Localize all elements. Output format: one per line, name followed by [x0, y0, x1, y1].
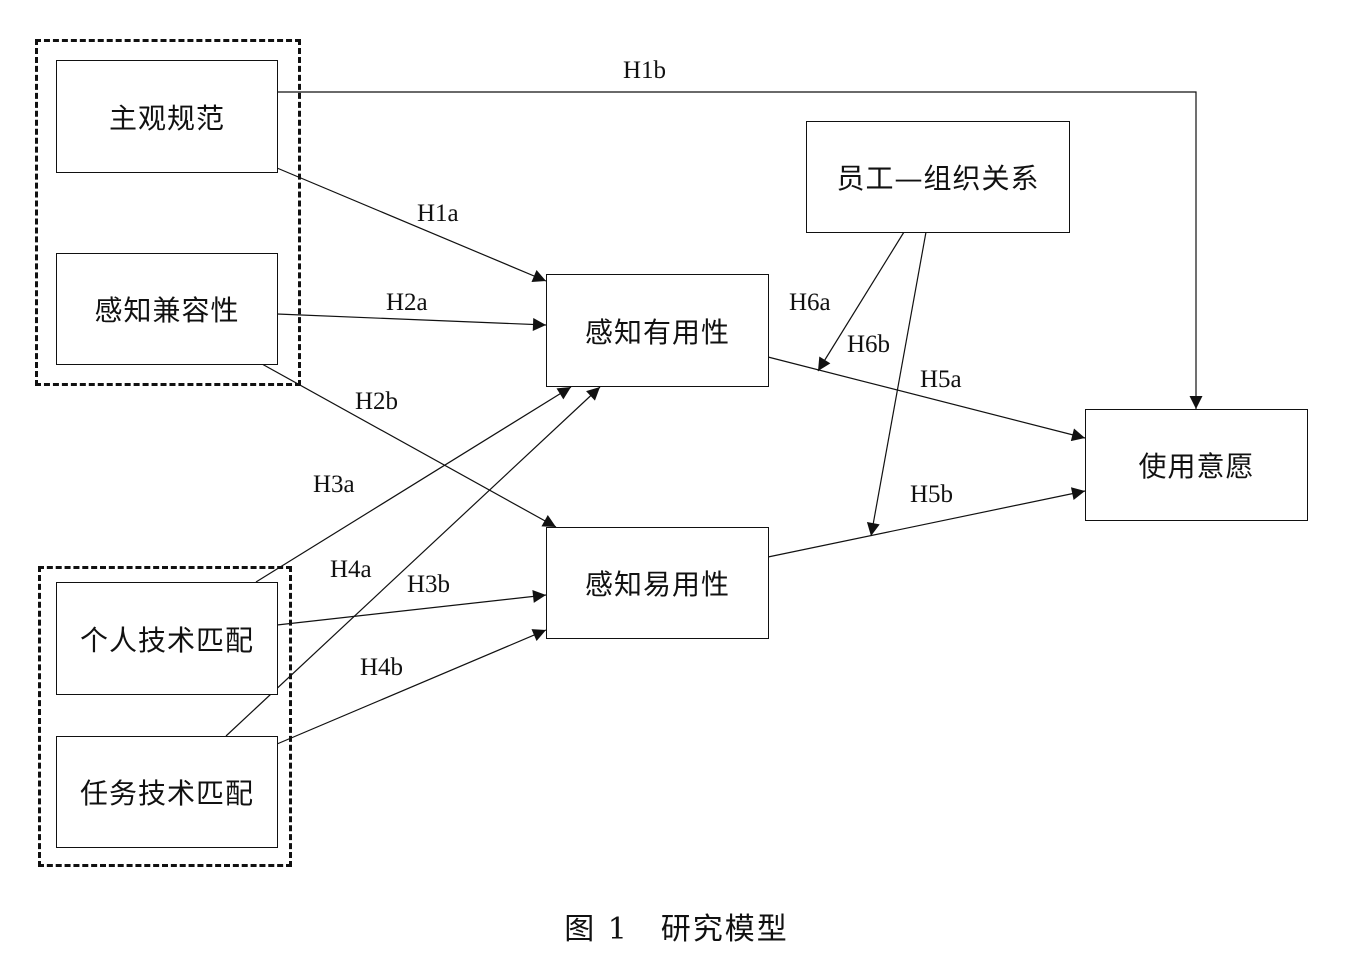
label-h4b: H4b — [360, 654, 404, 681]
node-usage-intention: 使用意愿 — [1085, 409, 1308, 521]
node-perceived-compatibility: 感知兼容性 — [56, 253, 278, 365]
label-h4a: H4a — [330, 556, 372, 583]
edge-h3a — [255, 386, 572, 583]
label-h2b: H2b — [355, 388, 399, 415]
label-h1a: H1a — [417, 200, 459, 227]
node-individual-tech-fit: 个人技术匹配 — [56, 582, 278, 695]
edge-h6b — [866, 231, 927, 537]
node-perceived-ease-of-use: 感知易用性 — [546, 527, 769, 639]
node-employee-org-relationship: 员工—组织关系 — [806, 121, 1070, 233]
edge-h4a — [225, 386, 601, 737]
edge-h1b — [277, 91, 1203, 409]
node-task-tech-fit: 任务技术匹配 — [56, 736, 278, 848]
label-h3b: H3b — [407, 571, 451, 598]
label-h6a: H6a — [789, 289, 831, 316]
edge-h4b — [276, 629, 547, 745]
label-h3a: H3a — [313, 471, 355, 498]
edge-h2b — [261, 363, 557, 528]
label-h5b: H5b — [910, 481, 954, 508]
label-h2a: H2a — [386, 289, 428, 316]
label-h6b: H6b — [847, 331, 891, 358]
figure-caption: 图 1 研究模型 — [564, 912, 789, 947]
edge-h2a — [276, 313, 547, 331]
group-left-bottom — [38, 566, 292, 867]
edge-h5b — [767, 487, 1086, 558]
node-perceived-usefulness: 感知有用性 — [546, 274, 769, 387]
edge-h3b — [276, 589, 547, 626]
label-h5a: H5a — [920, 366, 962, 393]
label-h1b: H1b — [623, 57, 667, 84]
node-subjective-norm: 主观规范 — [56, 60, 278, 173]
edge-h1a — [276, 167, 547, 282]
group-left-top — [35, 39, 301, 386]
edge-h6a — [817, 231, 905, 372]
